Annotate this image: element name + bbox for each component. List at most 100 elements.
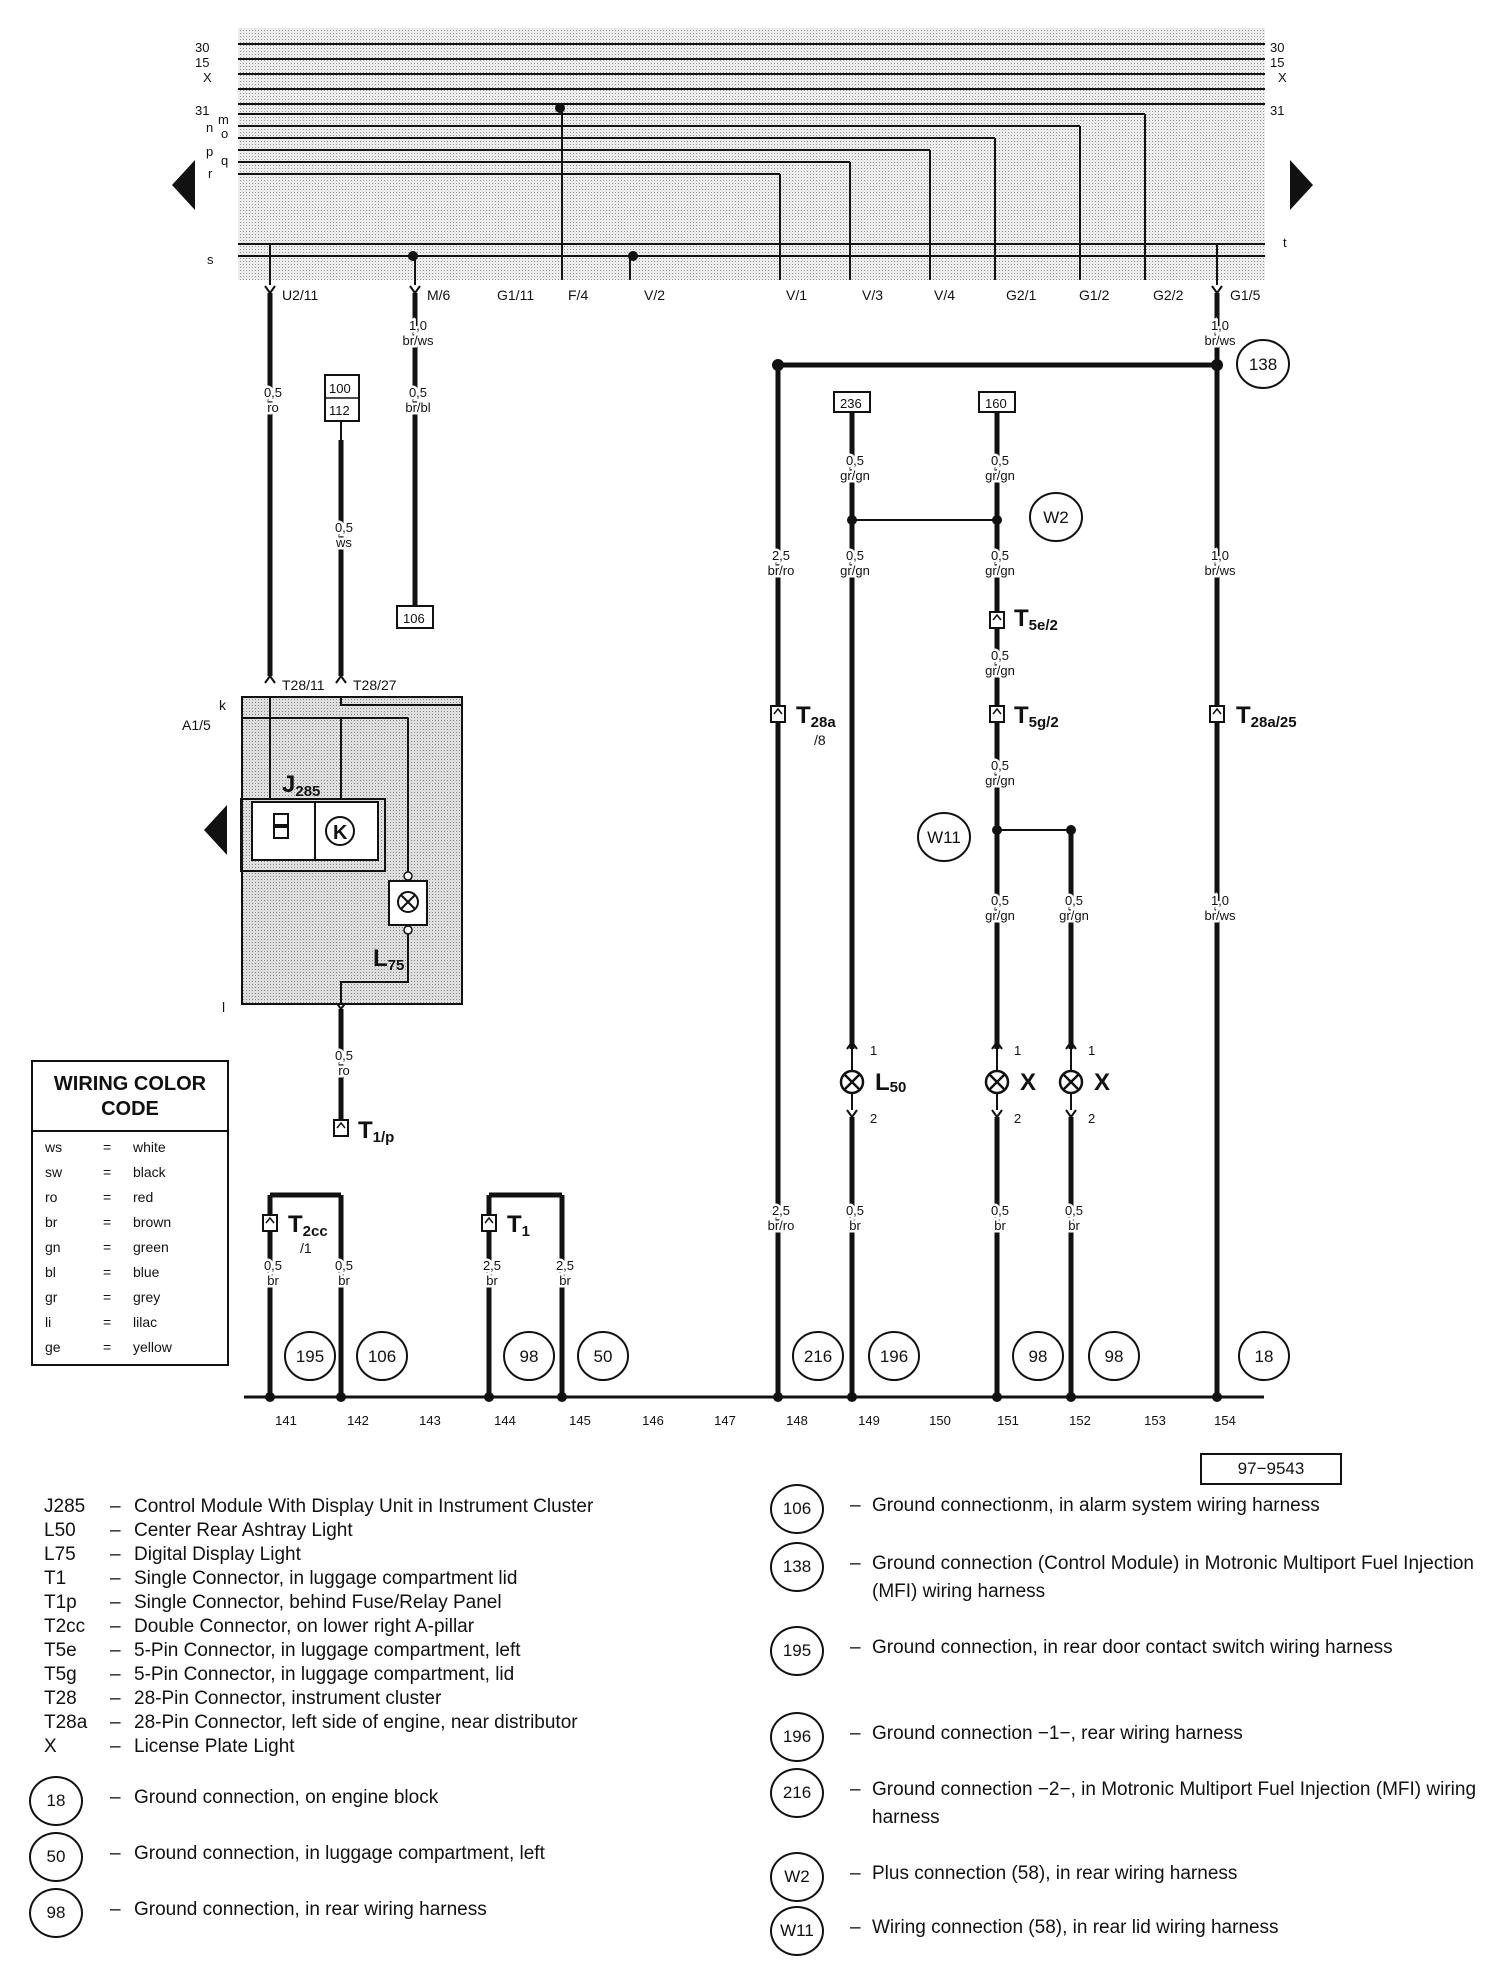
svg-text:216: 216	[804, 1347, 832, 1366]
svg-text:1,0br/ws: 1,0br/ws	[1204, 318, 1236, 348]
k-symbol-icon	[325, 816, 355, 846]
svg-text:0,5gr/gn: 0,5gr/gn	[985, 648, 1015, 678]
svg-text:2,5br/ro: 2,5br/ro	[768, 1203, 795, 1233]
color-code-row: li=lilac	[45, 1314, 158, 1330]
svg-text:149: 149	[858, 1413, 880, 1428]
x-left-label: X	[1020, 1069, 1036, 1096]
svg-text:151: 151	[997, 1413, 1019, 1428]
svg-text:0,5gr/gn: 0,5gr/gn	[985, 758, 1015, 788]
l50-label: L50	[875, 1069, 906, 1096]
ground-circle-106: 106	[356, 1331, 408, 1381]
wiring-diagram: 30 15 X 31 m o n p q r s 30 15 X 31 t U2…	[172, 28, 1313, 1428]
svg-text:0,5ws: 0,5ws	[335, 520, 353, 550]
bus-label: 30	[1270, 40, 1284, 55]
tap-label: G2/2	[1153, 287, 1184, 303]
svg-text:195: 195	[296, 1347, 324, 1366]
ref-box-106: 106	[396, 605, 434, 629]
svg-text:154: 154	[1214, 1413, 1236, 1428]
svg-text:98: 98	[1105, 1347, 1124, 1366]
display-digit-icon	[273, 813, 289, 839]
legend-desc: Ground connection (Control Module) in Mo…	[872, 1553, 1474, 1602]
legend-desc: Wiring connection (58), in rear lid wiri…	[872, 1917, 1279, 1938]
connector-symbol-marks	[265, 613, 1222, 1224]
component-legend: J285–Control Module With Display Unit in…	[44, 1496, 594, 1757]
tap-label: V/4	[934, 287, 955, 303]
svg-text:142: 142	[347, 1413, 369, 1428]
plus-circle-w2: W2	[1029, 492, 1083, 542]
svg-text:0,5gr/gn: 0,5gr/gn	[985, 453, 1015, 483]
thin-wires	[852, 519, 1071, 831]
svg-text:100: 100	[329, 381, 351, 396]
tap-label: F/4	[568, 287, 588, 303]
legend-desc: Ground connectionm, in alarm system wiri…	[872, 1495, 1320, 1516]
legend-circle-50: 50	[29, 1832, 83, 1882]
svg-text:0,5br: 0,5br	[335, 1258, 353, 1288]
legend-dash: –	[850, 1495, 861, 1516]
tap-labels: U2/11 M/6 G1/11 F/4 V/2 V/1 V/3 V/4 G2/1…	[282, 287, 1261, 303]
tap-label: G1/5	[1230, 287, 1261, 303]
tap-label: M/6	[427, 287, 451, 303]
legend-dash: –	[110, 1787, 121, 1808]
tap-label: V/2	[644, 287, 665, 303]
svg-text:2: 2	[870, 1111, 877, 1126]
color-code-row: sw=black	[45, 1164, 166, 1180]
color-code-row: ro=red	[45, 1189, 154, 1205]
lamp-x-left	[984, 1069, 1010, 1095]
control-module-j285: K	[240, 696, 463, 1005]
tap-label: V/1	[786, 287, 807, 303]
wire-node	[1211, 359, 1223, 371]
t2cc-tail-label: /1	[300, 1240, 312, 1256]
legend-dash: –	[850, 1553, 861, 1574]
svg-text:1: 1	[1088, 1043, 1095, 1058]
arrow-left-icon	[172, 160, 195, 210]
ground-circle-98: 98	[503, 1331, 555, 1381]
color-code-row: ws=white	[45, 1139, 166, 1155]
lamp-l50	[839, 1069, 865, 1095]
svg-text:196: 196	[880, 1347, 908, 1366]
arrow-right-icon	[1290, 160, 1313, 210]
bus-label: 15	[1270, 55, 1284, 70]
bus-label: t	[1283, 235, 1287, 250]
svg-text:0,5ro: 0,5ro	[264, 385, 282, 415]
bus-label: 15	[195, 55, 209, 70]
ground-circle-196: 196	[868, 1331, 920, 1381]
t28a-tail-label: /8	[814, 732, 826, 748]
t28-27-label: T28/27	[353, 677, 397, 693]
k-pin-label: k	[219, 697, 227, 713]
legend-desc: Plus connection (58), in rear wiring har…	[872, 1863, 1238, 1884]
ref-box-160: 160	[978, 391, 1016, 413]
t28-11-label: T28/11	[282, 677, 325, 693]
t28a25-label: T28a/25	[1236, 702, 1297, 731]
plus-circle-w11: W11	[917, 812, 971, 862]
bus-label: X	[203, 70, 212, 85]
svg-text:0,5br: 0,5br	[991, 1203, 1009, 1233]
bus-label: n	[206, 120, 213, 135]
tap-label: G1/2	[1079, 287, 1110, 303]
lamp-l75-icon	[397, 891, 419, 913]
svg-text:0,5gr/gn: 0,5gr/gn	[840, 453, 870, 483]
legend-circle-138: 138	[770, 1542, 824, 1592]
bus-label: m	[218, 112, 229, 127]
legend-dash: –	[850, 1779, 861, 1800]
wire-node	[1066, 825, 1076, 835]
bus-node	[555, 103, 565, 113]
svg-text:98: 98	[520, 1347, 539, 1366]
diagram-reference-number: 97−9543	[1200, 1453, 1342, 1485]
legend-circle-w2: W2	[770, 1852, 824, 1902]
t1p-label: T1/p	[358, 1117, 394, 1146]
svg-text:153: 153	[1144, 1413, 1166, 1428]
svg-text:144: 144	[494, 1413, 516, 1428]
wire-node	[847, 515, 857, 525]
svg-text:143: 143	[419, 1413, 441, 1428]
svg-text:150: 150	[929, 1413, 951, 1428]
svg-text:148: 148	[786, 1413, 808, 1428]
track-numbers: 141 142 143 144 145 146 147 148 149 150 …	[275, 1413, 1236, 1428]
svg-text:0,5gr/gn: 0,5gr/gn	[985, 548, 1015, 578]
color-code-row: br=brown	[45, 1214, 172, 1230]
svg-text:0,5gr/gn: 0,5gr/gn	[985, 893, 1015, 923]
legend-desc: Ground connection, in luggage compartmen…	[134, 1843, 545, 1864]
svg-text:0,5gr/gn: 0,5gr/gn	[840, 548, 870, 578]
ground-circle-18: 18	[1238, 1331, 1290, 1381]
j285-label: J285	[282, 771, 320, 800]
